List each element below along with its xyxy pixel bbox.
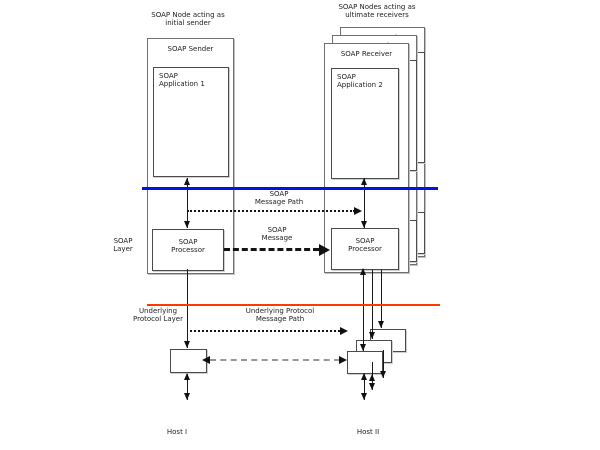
soap-processor-label: SOAP Processor [153,238,223,254]
app2-processor-connector [364,178,365,228]
label-line: Host I [166,428,188,436]
soap-receiver-title: SOAP Receiver [340,50,393,58]
caption-line: SOAP Node acting as [151,11,225,19]
soap-processor-sender-box: SOAP Processor [152,229,224,271]
protocol-layer-boundary-line [147,304,440,306]
caption-line: ultimate receivers [345,11,409,19]
label-line: Underlying [138,307,178,315]
label-line: Layer [113,245,133,253]
arrowhead-down-icon [361,221,367,228]
label-line: SOAP [337,73,356,81]
arrowhead-down-icon [369,383,375,390]
caption-initial-sender: SOAP Node acting as initial sender [130,11,246,27]
processor1-host1-connector [187,269,188,348]
host2-label: Host II [338,428,398,436]
arrowhead-down-icon [361,393,367,400]
caption-ultimate-receivers: SOAP Nodes acting as ultimate receivers [319,3,435,19]
arrowhead-right-icon [339,356,347,364]
arrowhead-up-icon [184,178,190,185]
soap-message-path-label: SOAP Message Path [239,190,319,206]
arrowhead-down-icon [184,341,190,348]
soap-application-2-label: SOAP Application 2 [337,73,383,89]
underlying-protocol-message-path-label: Underlying Protocol Message Path [240,307,320,323]
arrowhead-down-icon [380,371,386,378]
label-line: SOAP [269,190,289,198]
arrowhead-down-icon [360,344,366,351]
arrowhead-up-icon [369,374,375,381]
label-line: SOAP [355,237,375,245]
arrowhead-left-icon [202,356,210,364]
caption-line: initial sender [165,19,211,27]
soap-sender-title: SOAP Sender [167,45,214,53]
arrowhead-up-icon [361,373,367,380]
arrowhead-down-icon [184,393,190,400]
label-line: Host II [356,428,380,436]
arrowhead-right-icon [340,327,348,335]
arrowhead-right-icon [319,244,330,256]
arrowhead-right-icon [354,207,362,215]
underlying-protocol-message-path-arrow [190,330,340,332]
label-line: Processor [348,245,382,253]
soap-processor-receiver-box: SOAP Processor [331,228,399,270]
app1-processor-connector [187,178,188,228]
label-line: SOAP [159,72,178,80]
host1-label: Host I [147,428,207,436]
host2-network-connector-back [383,350,384,378]
soap-application-1-label: SOAP Application 1 [159,72,205,88]
soap-application-2-box: SOAP Application 2 [331,68,399,179]
arrowhead-down-icon [369,332,375,339]
processor2-host2-connector-front [363,269,364,351]
label-line: SOAP [113,237,133,245]
arrowhead-up-icon [184,373,190,380]
host2-network-connector-front [364,374,365,400]
arrowhead-up-icon [360,268,366,275]
soap-message-path-arrow [187,210,355,212]
label-line: Underlying Protocol [245,307,315,315]
label-line: Message Path [254,198,304,206]
label-line: Message Path [255,315,305,323]
label-line: Processor [171,246,205,254]
host2-protocol-box-front [347,351,383,374]
arrowhead-up-icon [361,178,367,185]
host1-network-connector [187,374,188,400]
soap-message-label: SOAP Message [237,226,317,242]
label-line: Protocol Layer [133,315,183,323]
soap-layer-label: SOAP Layer [104,237,142,253]
host-to-host-transport-arrow [210,359,340,361]
label-line: SOAP [178,238,198,246]
soap-application-1-box: SOAP Application 1 [153,67,229,177]
caption-line: SOAP Nodes acting as [338,3,416,11]
label-line: Application 2 [337,81,383,89]
soap-receiver-box-front: SOAP Receiver SOAP Application 2 SOAP Pr… [324,43,409,273]
soap-layer-boundary-line [142,187,438,190]
label-line: Application 1 [159,80,205,88]
arrowhead-down-icon [184,221,190,228]
arrowhead-down-icon [378,321,384,328]
underlying-protocol-layer-label: Underlying Protocol Layer [118,307,198,323]
soap-processor-label: SOAP Processor [332,237,398,253]
label-line: SOAP [267,226,287,234]
soap-message-arrow [224,248,319,251]
label-line: Message [261,234,293,242]
processor2-host2-connector-back [381,270,382,328]
